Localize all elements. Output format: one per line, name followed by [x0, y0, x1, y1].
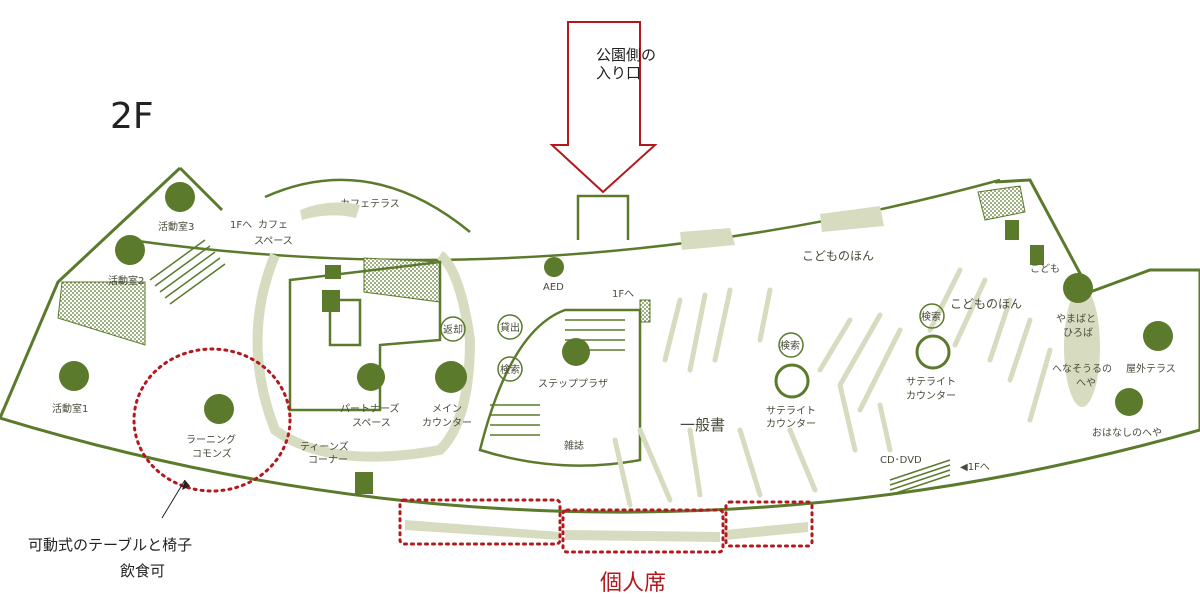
- kids-books-label-upper: こどものほん: [802, 249, 874, 263]
- core-ring: [252, 251, 476, 462]
- step-plaza-outline: [478, 308, 642, 467]
- to-1f-left: 1Fへ: [230, 220, 252, 231]
- movable-callout-line2: 飲食可: [120, 562, 165, 580]
- cd-dvd-label: CD･DVD: [880, 455, 922, 466]
- floor-label: 2F: [110, 96, 154, 137]
- general-books-label: 一般書: [680, 416, 725, 434]
- search-label-right: 検索: [780, 339, 800, 352]
- story-room-label: おはなしのへや: [1092, 427, 1162, 439]
- entrance-label-1: 公園側の: [596, 46, 656, 64]
- right-wing-icons: [1005, 220, 1173, 416]
- teens-corner-label-1: ティーンズ: [300, 440, 349, 453]
- lend-label: 貸出: [500, 321, 520, 334]
- henasou-label-1: へなそうるの: [1052, 363, 1112, 375]
- kodomo-tag-label: こども: [1030, 263, 1060, 275]
- learning-commons-highlight: [132, 347, 292, 493]
- satellite-counter-icon-2: [915, 334, 951, 370]
- cafe-terrace-outline: [264, 178, 471, 233]
- aed-label: AED: [543, 282, 564, 293]
- lightbulb-icon: [204, 394, 234, 424]
- satellite-counter-2-label-2: カウンター: [906, 390, 956, 402]
- lend-icon: [497, 314, 523, 340]
- entrance-doorway: [576, 194, 630, 240]
- search-icon-right: [778, 332, 804, 358]
- main-counter-label-2: カウンター: [422, 417, 472, 429]
- individual-seats-label: 個人席: [600, 571, 666, 596]
- entrance-label-2: 入り口: [596, 64, 641, 82]
- movable-callout-pointer: [161, 479, 186, 519]
- teens-corner-label-2: コーナー: [308, 454, 348, 466]
- satellite-counter-2-label-1: サテライト: [906, 376, 956, 388]
- stairs: [149, 239, 951, 496]
- to-1f-center: 1Fへ: [612, 289, 634, 300]
- to-1f-right: ◀1Fへ: [960, 462, 990, 473]
- partners-space-label-1: パートナーズ: [340, 402, 400, 415]
- bookshelves: [612, 267, 1053, 508]
- activity-room-1-label: 活動室1: [52, 402, 88, 415]
- learning-commons-label-1: ラーニング: [186, 433, 236, 446]
- activity-room-2-label: 活動室2: [108, 274, 144, 287]
- partners-space-label-2: スペース: [352, 418, 391, 429]
- aed-icon: [544, 257, 564, 277]
- main-counter-label-1: メイン: [432, 404, 462, 415]
- learning-commons-label-2: コモンズ: [192, 447, 232, 460]
- magazine-label: 雑誌: [564, 439, 584, 452]
- yamabato-label-1: やまばと: [1056, 313, 1096, 325]
- movable-callout-line1: 可動式のテーブルと椅子: [28, 536, 192, 554]
- yamabato-label-2: ひろば: [1063, 327, 1093, 339]
- entrance-arrow: [549, 21, 658, 194]
- satellite-counter-label-2: カウンター: [766, 418, 816, 430]
- service-areas: [57, 185, 1026, 346]
- activity-room-3-label: 活動室3: [158, 220, 194, 233]
- outdoor-terrace-label: 屋外テラス: [1126, 363, 1176, 375]
- movable-callout-arrowhead: [182, 480, 190, 490]
- return-label: 返却: [443, 324, 463, 336]
- satellite-counter-label-1: サテライト: [766, 405, 816, 417]
- satellite-counter-icon: [774, 363, 810, 399]
- search-icon-right-2: [919, 303, 945, 329]
- cafe-space-label-2: スペース: [254, 236, 293, 247]
- search-label-right-2: 検索: [921, 310, 941, 323]
- individual-seats-highlight: [398, 498, 814, 554]
- search-icon-center: [497, 356, 523, 382]
- step-plaza-label: ステッププラザ: [538, 378, 608, 390]
- search-label-center: 検索: [500, 363, 520, 376]
- kids-books-label-lower: こどものほん: [950, 297, 1022, 311]
- core-icons: [322, 265, 467, 494]
- step-plaza-icon: [562, 338, 590, 366]
- light-areas: [300, 202, 1100, 542]
- cafe-space-label-1: カフェ: [258, 219, 288, 231]
- activity-room-icons: [59, 182, 195, 391]
- henasou-label-2: へや: [1076, 377, 1096, 389]
